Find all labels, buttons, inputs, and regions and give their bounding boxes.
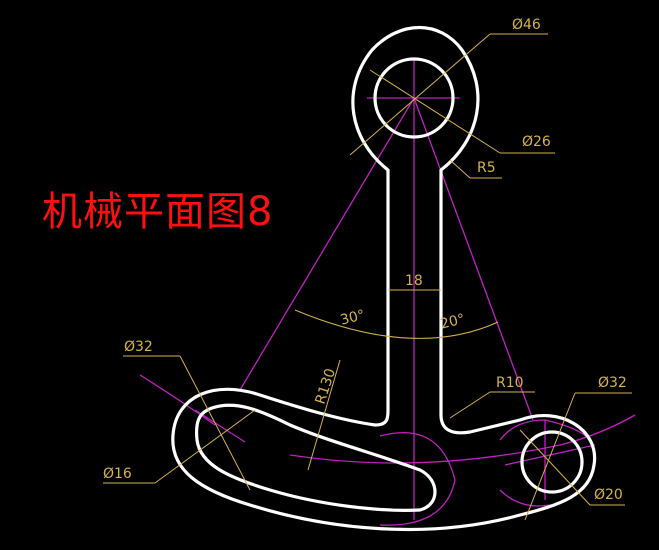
dim-angle-right: 20° [439, 311, 467, 333]
dim-right-fillet: R10 [496, 375, 524, 391]
top-hole [373, 57, 455, 139]
drawing-title: 机械平面图8 [42, 189, 274, 235]
dim-arc-radius: R130 [313, 367, 339, 407]
dim-right-outer-dia: Ø32 [598, 375, 627, 391]
dim-left-inner-dia: Ø16 [103, 466, 132, 482]
dimension-lines [103, 33, 632, 521]
dim-stem-width: 18 [405, 273, 423, 289]
part-outline [171, 26, 597, 532]
dim-top-inner-dia: Ø26 [522, 134, 551, 150]
right-hole [520, 430, 584, 494]
dim-right-inner-dia: Ø20 [594, 487, 623, 503]
dim-top-fillet: R5 [477, 160, 496, 176]
dim-angle-left: 30° [339, 307, 367, 329]
dim-left-outer-dia: Ø32 [124, 339, 153, 355]
dim-top-outer-dia: Ø46 [512, 17, 541, 33]
